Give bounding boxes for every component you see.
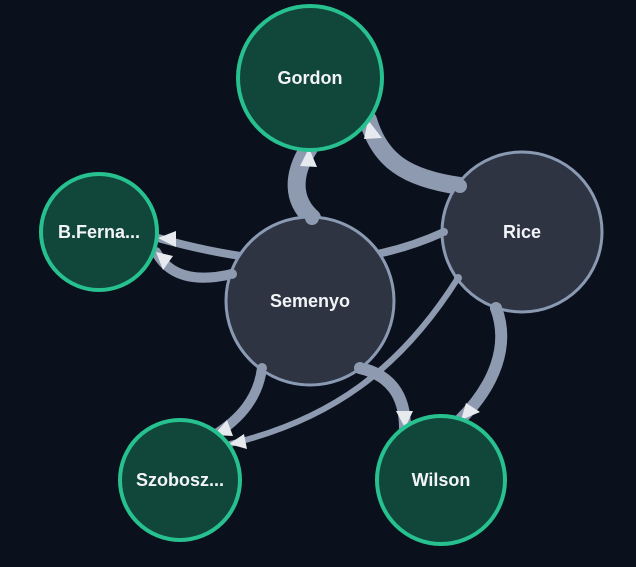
node-bfern-label: B.Ferna...: [58, 222, 140, 242]
edge-semenyo-wilson: [354, 362, 411, 434]
arrowhead-rice-wilson: [461, 403, 480, 420]
node-szobosz-label: Szobosz...: [136, 470, 224, 490]
node-gordon-label: Gordon: [278, 68, 343, 88]
arrowhead-semenyo-gordon: [300, 148, 317, 167]
node-rice[interactable]: Rice: [440, 150, 604, 314]
node-rice-label: Rice: [503, 222, 541, 242]
arrowhead-semenyo-wilson: [396, 411, 413, 428]
edge-semenyo-szobosz: [211, 363, 267, 439]
edge-tail-dot-semenyo-bfern: [227, 269, 237, 279]
node-semenyo-label: Semenyo: [270, 291, 350, 311]
edge-rice-gordon: [359, 111, 469, 195]
node-gordon[interactable]: Gordon: [236, 4, 384, 152]
edge-tail-dot-rice-wilson: [490, 302, 502, 314]
node-szobosz[interactable]: Szobosz...: [118, 418, 242, 542]
arrowhead-rice-gordon: [364, 120, 382, 139]
node-gordon-circle: [236, 4, 384, 152]
edge-tail-dot-semenyo-gordon: [305, 211, 319, 225]
arrows-layer: [156, 120, 480, 449]
edge-tail-dot-rice-gordon: [453, 179, 467, 193]
node-bfern-circle: [39, 172, 159, 292]
edge-tail-dot-rice-szobosz: [454, 274, 462, 282]
arrowhead-rice-szobosz: [229, 434, 247, 449]
node-wilson-circle: [375, 414, 507, 546]
node-wilson-label: Wilson: [412, 470, 471, 490]
arrowhead-semenyo-bfern: [156, 252, 173, 270]
edge-tail-dot-semenyo-wilson: [354, 362, 366, 374]
arrowhead-rice-bfern: [158, 231, 176, 247]
edge-semenyo-gordon: [287, 139, 321, 227]
edge-tail-dot-semenyo-szobosz: [257, 363, 267, 373]
node-semenyo[interactable]: Semenyo: [224, 215, 396, 387]
node-szobosz-circle: [118, 418, 242, 542]
edge-tail-dot-rice-bfern: [440, 228, 448, 236]
edge-rice-szobosz: [227, 275, 461, 447]
node-wilson[interactable]: Wilson: [375, 414, 507, 546]
edge-endpoints-layer: [227, 179, 502, 374]
node-bfern[interactable]: B.Ferna...: [39, 172, 159, 292]
nodes-layer: Gordon Rice B.Ferna... Semenyo Szobosz..…: [39, 4, 604, 546]
